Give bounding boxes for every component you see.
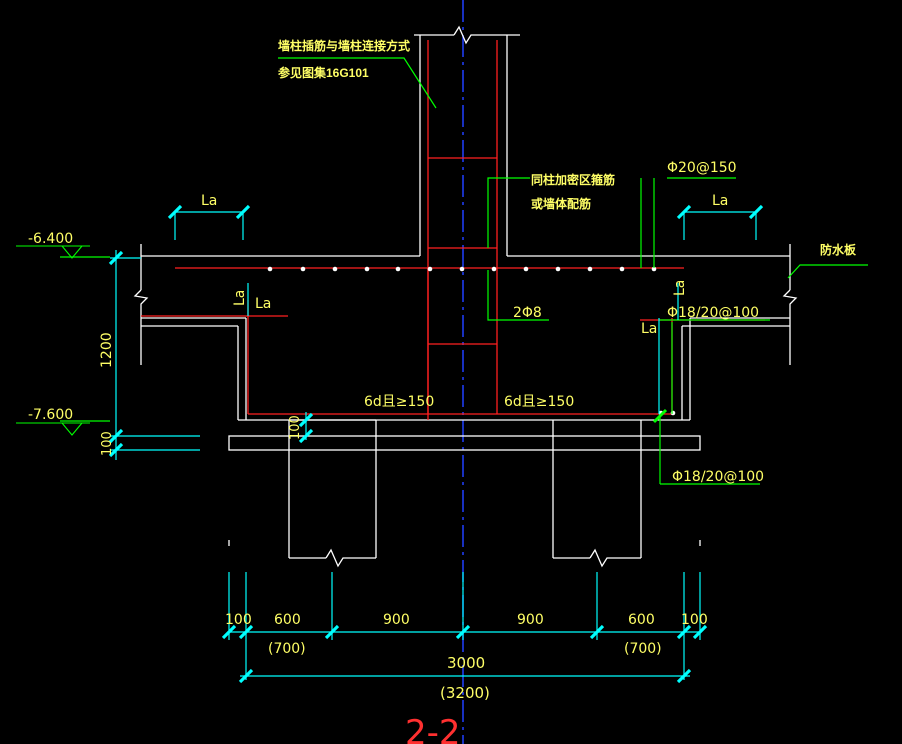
label-la-left: La bbox=[255, 296, 271, 312]
note-column-anchor-2: 参见图集16G101 bbox=[278, 65, 369, 80]
dim-cushion-height: 100 bbox=[100, 431, 115, 456]
dimension-lines bbox=[110, 211, 757, 680]
dim-seg-6: 100 bbox=[681, 612, 708, 628]
label-la-vertical-left: La bbox=[232, 290, 248, 306]
label-la-right: La bbox=[641, 321, 657, 337]
dim-seg-5: 600 bbox=[628, 612, 655, 628]
rebar-dots bbox=[267, 266, 676, 416]
dim-alt-left: (700) bbox=[268, 641, 306, 657]
label-top-bars: Φ20@150 bbox=[667, 160, 737, 176]
note-stirrup-2: 或墙体配筋 bbox=[531, 196, 591, 211]
label-hook-right: 6d且≥150 bbox=[504, 394, 574, 410]
dim-alt-right: (700) bbox=[624, 641, 662, 657]
label-la-top-right: La bbox=[712, 193, 728, 209]
note-stirrup-1: 同柱加密区箍筋 bbox=[531, 172, 615, 187]
label-bottom-bars-lower: Φ18/20@100 bbox=[672, 469, 764, 485]
concrete-outline bbox=[133, 25, 798, 568]
elevation-bottom: -7.600 bbox=[28, 407, 73, 423]
dimension-ticks bbox=[108, 204, 764, 684]
dim-embed-height: 100 bbox=[288, 415, 303, 440]
label-side-bars: 2Φ8 bbox=[513, 305, 542, 321]
elevation-top: -6.400 bbox=[28, 231, 73, 247]
label-bottom-bars-right: Φ18/20@100 bbox=[667, 305, 759, 321]
green-ticks bbox=[652, 408, 668, 424]
note-column-anchor-1: 墙柱插筋与墙柱连接方式 bbox=[278, 38, 410, 53]
dim-total: 3000 bbox=[447, 654, 485, 672]
dim-seg-3: 900 bbox=[383, 612, 410, 628]
dim-total-alt: (3200) bbox=[440, 684, 490, 702]
dim-seg-2: 600 bbox=[274, 612, 301, 628]
dim-cap-height: 1200 bbox=[99, 332, 115, 368]
label-hook-left: 6d且≥150 bbox=[364, 394, 434, 410]
section-label: 2-2 bbox=[405, 713, 461, 744]
label-la-vertical-right: La bbox=[672, 280, 688, 296]
elevation-marker-bottom bbox=[16, 422, 90, 436]
dim-seg-1: 100 bbox=[225, 612, 252, 628]
dim-seg-4: 900 bbox=[517, 612, 544, 628]
elevation-marker-top bbox=[16, 245, 90, 259]
note-waterproof-slab: 防水板 bbox=[820, 242, 857, 257]
label-la-top-left: La bbox=[201, 193, 217, 209]
